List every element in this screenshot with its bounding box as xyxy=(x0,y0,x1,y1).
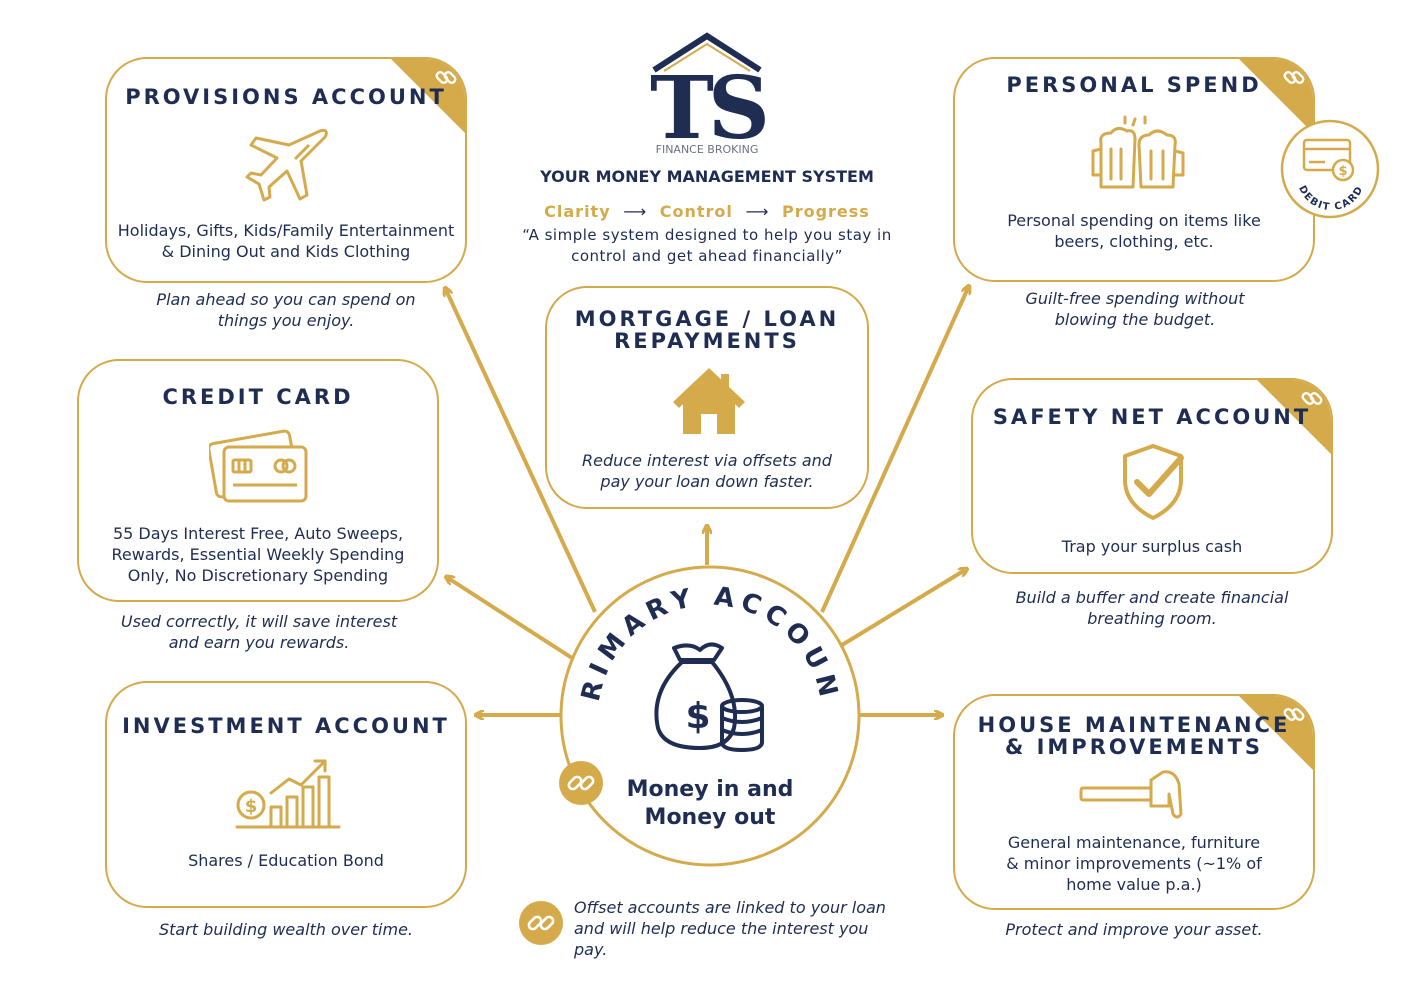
personal-spend-note: Guilt-free spending without blowing the … xyxy=(1025,289,1245,329)
safety-net-title: SAFETY NET ACCOUNT xyxy=(992,405,1312,429)
personal-spend-title: PERSONAL SPEND xyxy=(1006,73,1262,97)
growth-chart-icon: $ xyxy=(235,759,341,829)
investment-note: Start building wealth over time. xyxy=(158,920,414,939)
safety-net-note: Build a buffer and create financial brea… xyxy=(1015,588,1289,628)
debit-card-icon xyxy=(1302,138,1355,182)
flow-step-progress: Progress xyxy=(781,202,870,221)
safety-net-box: SAFETY NET ACCOUNT Trap your surplus cas… xyxy=(971,378,1333,574)
credit-card-note: Used correctly, it will save interest an… xyxy=(120,612,398,652)
primary-link-icon xyxy=(559,761,603,805)
mortgage-box: MORTGAGE / LOAN REPAYMENTS Reduce intere… xyxy=(545,286,869,509)
investment-title: INVESTMENT ACCOUNT xyxy=(122,714,450,738)
house-maintenance-title-line2: & IMPROVEMENTS xyxy=(1004,735,1264,759)
arrow-to-safety xyxy=(840,570,965,647)
debit-card-badge: $ DEBIT CARD xyxy=(1280,119,1380,219)
credit-card-icon xyxy=(209,429,308,503)
svg-text:$: $ xyxy=(685,696,710,737)
flow-arrow: ⟶ xyxy=(745,202,770,221)
mortgage-title-line2: REPAYMENTS xyxy=(614,329,800,353)
primary-line1: Money in and xyxy=(627,777,794,802)
ts-logo: TS xyxy=(650,32,771,145)
arrow-to-credit xyxy=(448,578,574,660)
arrow-to-provisions xyxy=(446,290,597,613)
linked-corner xyxy=(391,59,465,133)
mortgage-title-line1: MORTGAGE / LOAN xyxy=(574,307,840,331)
house-maintenance-title-line1: HOUSE MAINTENANCE xyxy=(977,713,1291,737)
arrow-to-personal xyxy=(820,288,968,613)
investment-account-box: INVESTMENT ACCOUNT $ Shares / Education … xyxy=(105,681,467,908)
offset-link-icon xyxy=(519,901,563,945)
credit-card-description: 55 Days Interest Free, Auto Sweeps, Rewa… xyxy=(111,524,405,585)
personal-spend-description: Personal spending on items like beers, c… xyxy=(1007,211,1261,251)
house-maintenance-box: HOUSE MAINTENANCE & IMPROVEMENTS General… xyxy=(953,694,1315,910)
link-icon xyxy=(1301,392,1323,405)
svg-text:$: $ xyxy=(1338,164,1347,179)
mortgage-description: Reduce interest via offsets and pay your… xyxy=(582,451,832,491)
system-title: YOUR MONEY MANAGEMENT SYSTEM xyxy=(540,167,874,186)
linked-corner xyxy=(1239,59,1313,133)
investment-description: Shares / Education Bond xyxy=(188,851,384,870)
provisions-note: Plan ahead so you can spend on things yo… xyxy=(156,290,416,330)
logo-letters: TS xyxy=(650,58,765,145)
hammer-icon xyxy=(1079,770,1183,819)
flow-step-clarity: Clarity xyxy=(544,202,611,221)
primary-line2: Money out xyxy=(645,805,776,830)
primary-account-circle: PRIMARY ACCOUNT $ Money in and Money out xyxy=(550,556,861,867)
house-maintenance-note: Protect and improve your asset. xyxy=(1005,920,1263,939)
link-icon xyxy=(1283,708,1305,721)
tagline-quote: “A simple system designed to help you st… xyxy=(522,226,892,265)
linked-corner xyxy=(1257,380,1331,454)
beer-mugs-icon xyxy=(1091,115,1185,189)
link-icon xyxy=(1283,71,1305,84)
airplane-icon xyxy=(245,128,328,202)
shield-check-icon xyxy=(1123,444,1184,520)
house-maintenance-description: General maintenance, furniture & minor i… xyxy=(1006,833,1262,894)
svg-text:$: $ xyxy=(245,796,258,817)
logo-subtitle: FINANCE BROKING xyxy=(655,143,759,156)
link-icon xyxy=(435,71,457,84)
offset-note: Offset accounts are linked to your loan … xyxy=(574,898,886,959)
provisions-title: PROVISIONS ACCOUNT xyxy=(125,85,447,109)
credit-card-title: CREDIT CARD xyxy=(162,385,354,409)
safety-net-description: Trap your surplus cash xyxy=(1061,537,1243,556)
provisions-description: Holidays, Gifts, Kids/Family Entertainme… xyxy=(117,221,455,261)
flow-line: Clarity ⟶ Control ⟶ Progress xyxy=(507,202,907,221)
linked-corner xyxy=(1239,696,1313,770)
flow-arrow: ⟶ xyxy=(623,202,648,221)
money-bag-coins-icon xyxy=(654,642,764,752)
personal-spend-box: PERSONAL SPEND Personal spending on item… xyxy=(953,57,1315,282)
credit-card-box: CREDIT CARD 55 Days Interest Free, Auto … xyxy=(77,359,439,602)
flow-step-control: Control xyxy=(659,202,733,221)
house-icon xyxy=(673,368,745,434)
provisions-account-box: PROVISIONS ACCOUNT Holidays, Gifts, Kids… xyxy=(105,57,467,283)
